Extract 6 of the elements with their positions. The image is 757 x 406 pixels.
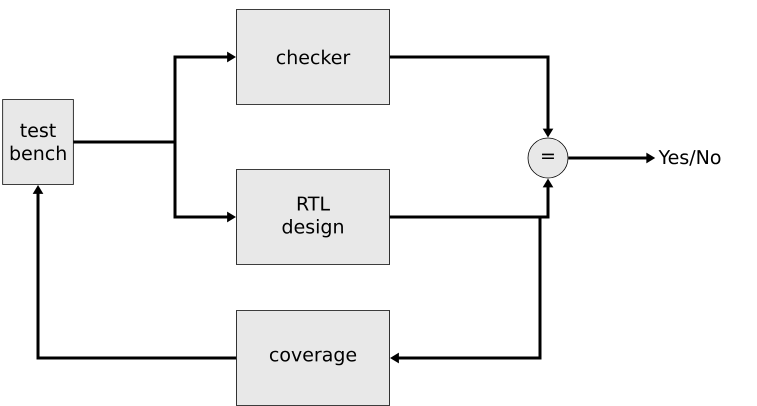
- output-label: Yes/No: [658, 150, 720, 166]
- process-box: test bench: [2, 99, 74, 185]
- arrow: [390, 216, 542, 364]
- process-box: coverage: [236, 310, 390, 406]
- process-box: RTL design: [236, 169, 390, 265]
- process-box: checker: [236, 9, 390, 105]
